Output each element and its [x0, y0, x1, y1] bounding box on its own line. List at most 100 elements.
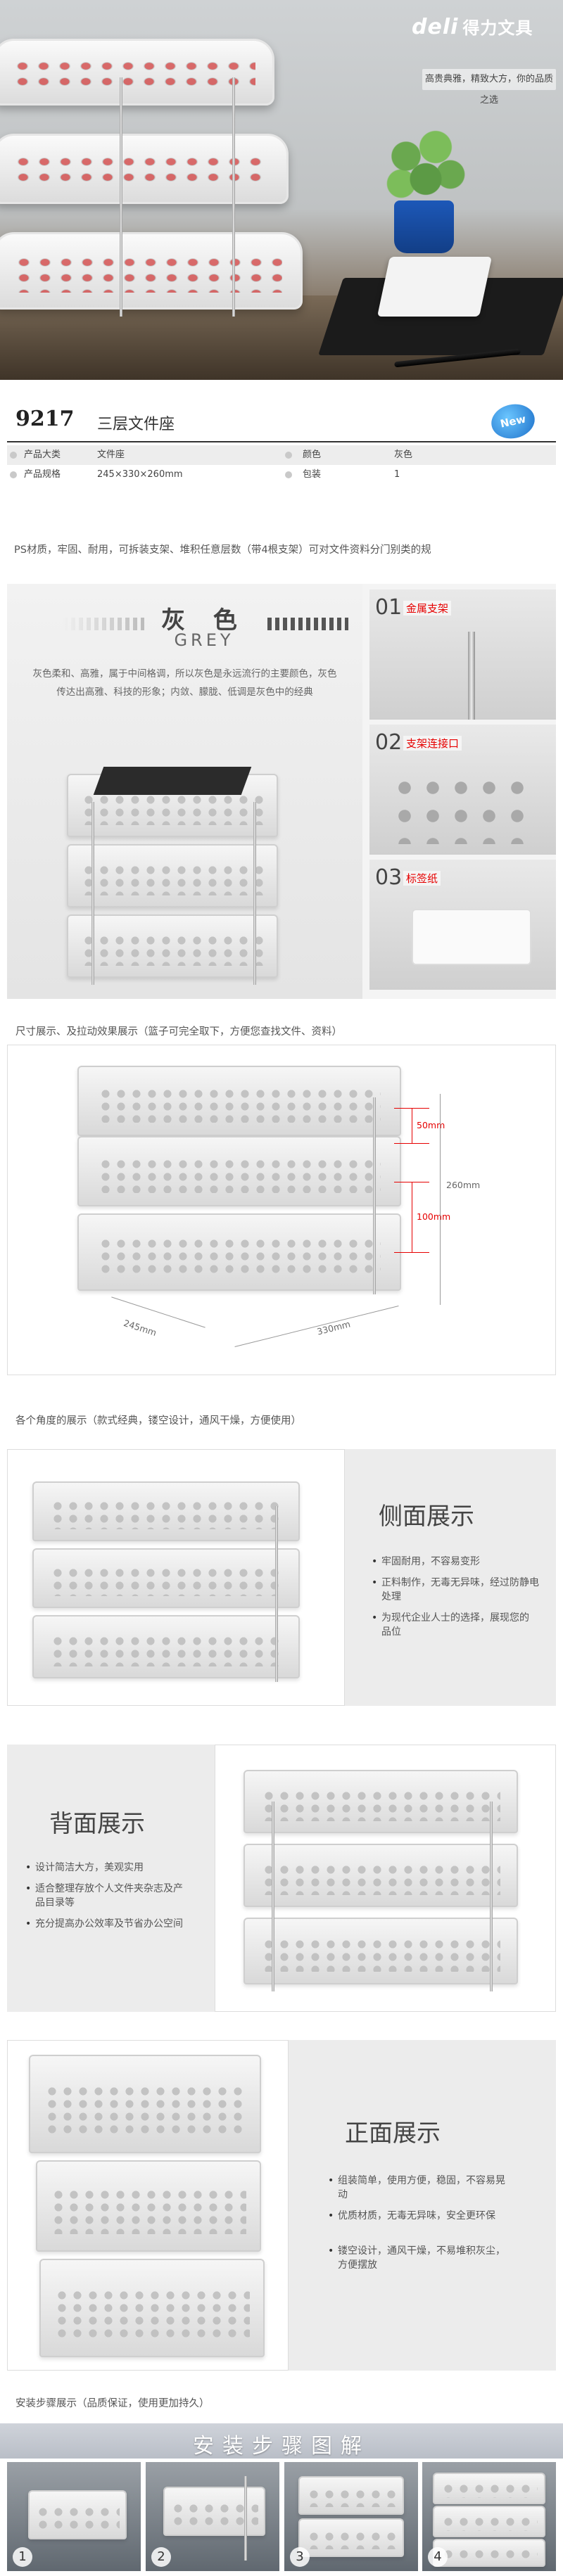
tray-image — [77, 1213, 401, 1291]
tray-image — [433, 2473, 545, 2504]
install-step: 4 — [422, 2462, 556, 2571]
install-step: 1 — [7, 2462, 141, 2571]
post-image — [272, 1802, 274, 1991]
tray-image — [433, 2539, 545, 2567]
hero-banner — [0, 0, 563, 380]
dimension-mid-gap: 100mm — [417, 1211, 451, 1222]
side-view-bullet: 正料制作，无毒无异味，经过防静电处理 — [372, 1576, 540, 1604]
spec-key: 产品规格 — [24, 469, 61, 480]
spec-row: 产品规格 245×330×260mm 包装 1 — [7, 465, 556, 485]
tray-image — [67, 914, 278, 978]
calculator-image — [377, 257, 493, 317]
color-title: 灰 色 — [161, 606, 247, 635]
install-step: 3 — [284, 2462, 418, 2571]
spec-value: 文件座 — [97, 449, 125, 460]
intro-text: PS材质，牢固、耐用，可拆装支架、堆积任意层数（带4根支架）可对文件资料分门别类… — [14, 544, 431, 556]
dimension-height: 260mm — [446, 1180, 481, 1190]
model-number: 9217 — [15, 407, 75, 431]
bullet-dot-icon — [10, 471, 17, 478]
plant-pot-image — [394, 200, 454, 253]
post-image — [468, 632, 475, 720]
spec-key: 包装 — [303, 469, 322, 480]
front-view-text: 正面展示 组装简单，使用方便，稳固，不容易晃动 优质材质，无毒无异味，安全更环保… — [289, 2040, 556, 2371]
dimension-line — [394, 1143, 429, 1144]
step-number: 3 — [290, 2547, 310, 2567]
dimension-top-gap: 50mm — [417, 1120, 445, 1130]
detail-card-label-paper: 03 标签纸 — [369, 860, 556, 990]
tray-image — [77, 1066, 401, 1136]
bullet-dot-icon — [285, 471, 292, 478]
papers-image — [93, 767, 252, 795]
tray-image — [163, 2487, 265, 2536]
detail-label: 支架连接口 — [403, 736, 462, 751]
bullet-dot-icon — [10, 452, 17, 459]
tray-image — [32, 1481, 300, 1541]
dimension-line — [440, 1094, 441, 1305]
back-view-bullet: 充分提高办公效率及节省办公空间 — [25, 1917, 183, 1931]
front-view-bullet: 组装简单，使用方便，稳固，不容易晃动 — [328, 2174, 507, 2202]
detail-label: 标签纸 — [403, 871, 441, 886]
install-header — [0, 2423, 563, 2459]
front-view-title: 正面展示 — [345, 2119, 441, 2148]
detail-number: 01 — [375, 595, 403, 620]
spec-row: 产品大类 文件座 颜色 灰色 — [7, 445, 556, 465]
step-number: 2 — [151, 2547, 171, 2567]
hero-tray-middle — [0, 134, 289, 204]
tray-image — [243, 1844, 518, 1907]
hero-post — [120, 77, 122, 317]
front-view-bullet: 优质材质，无毒无异味，安全更环保 — [328, 2209, 507, 2223]
front-view-image — [7, 2040, 289, 2371]
holes-pattern — [391, 774, 531, 844]
install-caption: 安装步骤展示（品质保证，使用更加持久） — [15, 2398, 210, 2409]
post-image — [490, 1802, 493, 1991]
post-image — [244, 2476, 247, 2561]
spec-value: 245×330×260mm — [97, 469, 183, 480]
tray-image — [29, 2055, 261, 2153]
decorative-bars — [63, 618, 144, 630]
hero-tray-top — [0, 39, 274, 106]
tray-image — [298, 2476, 404, 2515]
detail-number: 03 — [375, 865, 403, 890]
spec-key: 颜色 — [303, 449, 322, 460]
detail-label: 金属支架 — [403, 601, 452, 616]
dimension-caption: 尺寸展示、及拉动效果展示（篮子可完全取下，方便您查找文件、资料） — [15, 1026, 342, 1038]
side-view-text: 侧面展示 牢固耐用，不容易变形 正料制作，无毒无异味，经过防静电处理 为现代企业… — [345, 1449, 556, 1706]
install-title: 安装步骤图解 — [193, 2434, 370, 2459]
side-view-panel: 侧面展示 牢固耐用，不容易变形 正料制作，无毒无异味，经过防静电处理 为现代企业… — [7, 1449, 556, 1706]
decorative-bars — [267, 618, 348, 630]
tray-image — [32, 1615, 300, 1678]
tray-image — [32, 1548, 300, 1608]
post-image — [373, 1097, 376, 1294]
front-view-bullet: 镂空设计，通风干燥，不易堆积灰尘，方便摆放 — [328, 2244, 507, 2272]
back-view-panel: 背面展示 设计简洁大方，美观实用 适合整理存放个人文件夹杂志及产品目录等 充分提… — [7, 1745, 556, 2012]
tray-image — [243, 1770, 518, 1833]
hero-post — [232, 77, 235, 317]
back-view-text: 背面展示 设计简洁大方，美观实用 适合整理存放个人文件夹杂志及产品目录等 充分提… — [7, 1745, 215, 2012]
detail-card-metal-bracket: 01 金属支架 — [369, 589, 556, 720]
brand-slogan: 高贵典雅，精致大方，你的品质之选 — [422, 69, 556, 106]
back-view-title: 背面展示 — [49, 1810, 145, 1838]
product-title: 三层文件座 — [97, 416, 175, 433]
new-badge: New — [488, 400, 538, 442]
tray-image — [28, 2490, 127, 2539]
side-view-bullet: 牢固耐用，不容易变形 — [372, 1555, 543, 1569]
tray-image — [67, 844, 278, 907]
tray-image — [433, 2506, 545, 2537]
back-view-image — [215, 1745, 556, 2012]
color-description: 灰色柔和、高雅，属于中间格调，所以灰色是永远流行的主要颜色，灰色传达出高雅、科技… — [32, 668, 337, 698]
spec-value: 灰色 — [394, 449, 413, 460]
plant-image — [377, 120, 475, 211]
detail-card-connector: 02 支架连接口 — [369, 725, 556, 855]
label-holder-image — [412, 909, 531, 965]
install-step: 2 — [146, 2462, 279, 2571]
color-title-en: GREY — [174, 630, 234, 650]
post-image — [253, 802, 256, 985]
side-view-title: 侧面展示 — [379, 1503, 474, 1531]
front-view-panel: 正面展示 组装简单，使用方便，稳固，不容易晃动 优质材质，无毒无异味，安全更环保… — [7, 2040, 556, 2371]
dimension-line — [394, 1252, 429, 1253]
spec-divider — [7, 441, 556, 442]
post-image — [275, 1506, 278, 1682]
side-view-image — [7, 1449, 345, 1706]
tray-image — [39, 2259, 265, 2357]
